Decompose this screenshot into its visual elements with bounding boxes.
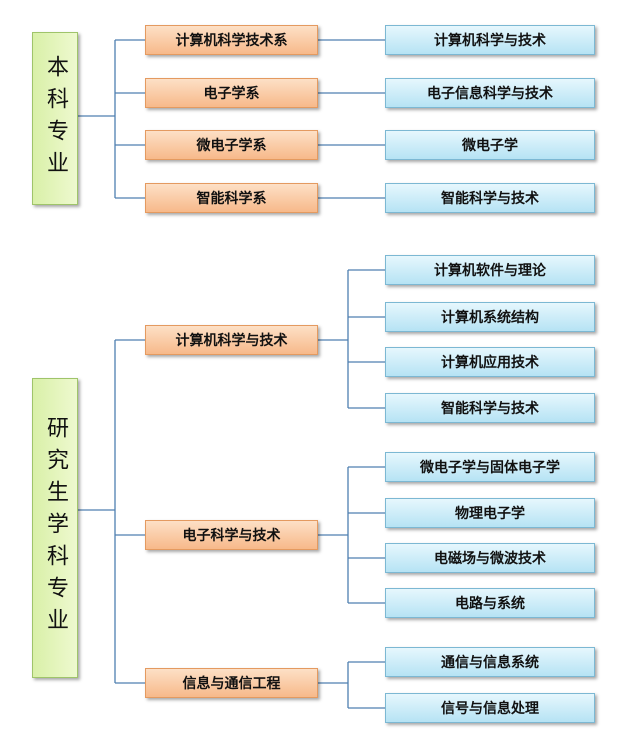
sub-discipline-box: 通信与信息系统 [385,647,595,677]
sub-discipline-box: 物理电子学 [385,498,595,528]
major-box: 计算机科学与技术 [385,25,595,55]
discipline-box: 信息与通信工程 [145,668,318,698]
sub-discipline-box: 计算机应用技术 [385,347,595,377]
major-box: 微电子学 [385,130,595,160]
discipline-box: 电子科学与技术 [145,520,318,550]
undergrad-root: 本科专业 [32,32,78,205]
dept-box: 计算机科学技术系 [145,25,318,55]
sub-discipline-box: 电路与系统 [385,588,595,618]
major-box: 智能科学与技术 [385,183,595,213]
dept-box: 电子学系 [145,78,318,108]
graduate-root: 研究生学科专业 [32,378,78,678]
sub-discipline-box: 计算机系统结构 [385,302,595,332]
dept-box: 智能科学系 [145,183,318,213]
major-box: 电子信息科学与技术 [385,78,595,108]
discipline-box: 计算机科学与技术 [145,325,318,355]
sub-discipline-box: 计算机软件与理论 [385,255,595,285]
dept-box: 微电子学系 [145,130,318,160]
sub-discipline-box: 电磁场与微波技术 [385,543,595,573]
sub-discipline-box: 信号与信息处理 [385,693,595,723]
sub-discipline-box: 智能科学与技术 [385,393,595,423]
sub-discipline-box: 微电子学与固体电子学 [385,452,595,482]
